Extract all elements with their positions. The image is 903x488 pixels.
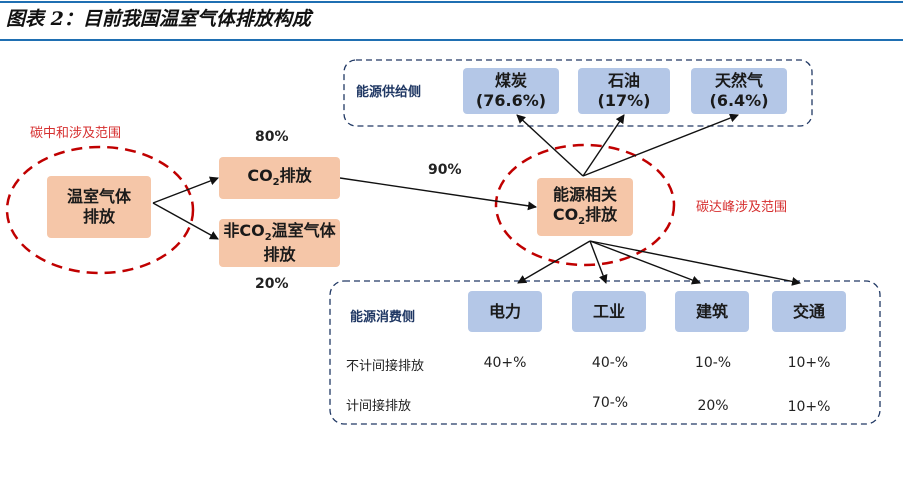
sector-power: 电力 bbox=[468, 291, 542, 332]
value-industry-indirect: 70-% bbox=[591, 395, 629, 411]
figure-title: 图表 2：目前我国温室气体排放构成 bbox=[6, 8, 311, 30]
energy-co2-line2: CO2排放 bbox=[552, 205, 618, 228]
arrow-to-co2 bbox=[152, 176, 219, 204]
sector-industry: 工业 bbox=[572, 291, 646, 332]
carbon-peak-scope-label: 碳达峰涉及范围 bbox=[696, 200, 788, 215]
supply-item-name: 煤炭 bbox=[494, 71, 527, 90]
co2-emission-label: CO2排放 bbox=[247, 166, 312, 189]
non-co2-share-label: 20% bbox=[255, 276, 289, 292]
supply-side-panel bbox=[343, 59, 813, 127]
supply-item-oil: 石油 (17%) bbox=[578, 68, 670, 114]
header-bottom-rule bbox=[0, 39, 903, 41]
carbon-neutral-scope-label: 碳中和涉及范围 bbox=[30, 126, 122, 141]
arrow-to-building bbox=[589, 240, 701, 285]
ghg-emission-label: 温室气体排放 bbox=[66, 187, 131, 226]
co2-emission-box: CO2排放 bbox=[219, 157, 340, 199]
energy-co2-line1: 能源相关 bbox=[552, 185, 617, 205]
supply-item-name: 石油 bbox=[607, 71, 640, 90]
supply-item-value: (6.4%) bbox=[709, 91, 769, 110]
supply-item-name: 天然气 bbox=[714, 71, 763, 90]
value-industry-direct: 40-% bbox=[591, 355, 629, 371]
value-building-direct: 10-% bbox=[694, 355, 732, 371]
supply-item-natural-gas: 天然气 (6.4%) bbox=[691, 68, 787, 114]
supply-item-value: (76.6%) bbox=[475, 91, 547, 110]
energy-share-label: 90% bbox=[428, 162, 462, 178]
sector-transport: 交通 bbox=[772, 291, 846, 332]
supply-item-value: (17%) bbox=[597, 91, 651, 110]
ghg-emission-box: 温室气体排放 bbox=[47, 176, 151, 238]
arrow-to-industry bbox=[589, 240, 608, 284]
arrow-to-nonco2 bbox=[152, 202, 219, 240]
carbon-peak-scope-ellipse bbox=[494, 143, 676, 267]
arrow-to-coal bbox=[516, 114, 584, 177]
non-co2-emission-box: 非CO2温室气体排放 bbox=[219, 219, 340, 267]
energy-co2-box: 能源相关 CO2排放 bbox=[537, 178, 633, 236]
supply-item-coal: 煤炭 (76.6%) bbox=[463, 68, 559, 114]
consumption-side-label: 能源消费侧 bbox=[350, 310, 416, 325]
row-label-direct: 不计间接排放 bbox=[346, 359, 425, 374]
value-transport-direct: 10+% bbox=[787, 355, 831, 371]
non-co2-emission-label: 非CO2温室气体排放 bbox=[223, 221, 336, 264]
sector-building: 建筑 bbox=[675, 291, 749, 332]
arrow-to-energy bbox=[339, 177, 537, 211]
arrow-to-gas bbox=[582, 113, 739, 177]
value-building-indirect: 20% bbox=[697, 398, 729, 414]
arrow-to-power bbox=[517, 240, 591, 284]
co2-share-label: 80% bbox=[255, 129, 289, 145]
arrow-to-oil bbox=[582, 114, 625, 177]
value-power-direct: 40+% bbox=[483, 355, 527, 371]
arrow-to-transport bbox=[589, 240, 801, 286]
row-label-indirect: 计间接排放 bbox=[346, 399, 412, 414]
header-top-rule bbox=[0, 1, 903, 3]
supply-side-label: 能源供给侧 bbox=[356, 85, 422, 100]
value-transport-indirect: 10+% bbox=[787, 399, 831, 415]
carbon-neutral-scope-ellipse bbox=[5, 145, 195, 275]
